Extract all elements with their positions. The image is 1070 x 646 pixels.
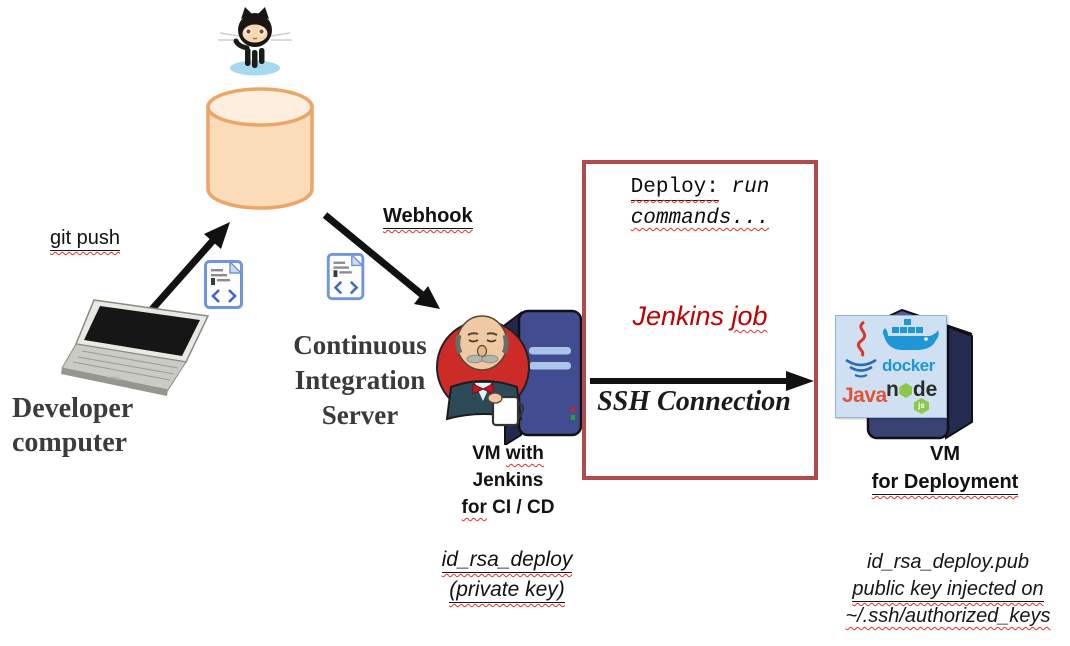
repository-cylinder-icon [206, 87, 314, 210]
deploy-command-label: Deploy: run commands... [630, 176, 770, 230]
private-key-label: id_rsa_deploy (private key) [441, 548, 573, 603]
developer-line1: Developer [12, 393, 134, 424]
docker-icon [882, 319, 939, 350]
git-push-arrow [143, 222, 230, 319]
ssh-arrow [590, 371, 814, 391]
public-key-label: id_rsa_deploy.pub public key injected on… [845, 551, 1051, 627]
developer-line2: computer [12, 427, 128, 458]
webhook-label: Webhook [383, 205, 473, 229]
jenkins-mascot-icon [436, 309, 583, 445]
developer-computer-label: Developer computer [12, 392, 172, 460]
docker-logo-text: docker [882, 356, 935, 375]
vm-deployment-label: VM for Deployment [871, 443, 1019, 495]
git-push-label: git push [50, 227, 121, 251]
jenkins-job-box [582, 160, 818, 480]
github-octocat-icon [218, 7, 292, 76]
code-file-icon [326, 252, 365, 301]
jenkins-job-label: Jenkins job [632, 301, 768, 331]
ssh-connection-label: SSH Connection [597, 386, 791, 417]
laptop-icon [61, 299, 210, 396]
nodejs-badge-icon: js [914, 398, 929, 414]
deploy-word: Deploy: [630, 176, 719, 199]
webhook-arrow [322, 212, 440, 309]
vm-jenkins-label: VM with Jenkins for CI / CD [461, 443, 555, 518]
java-logo-text: Java [842, 384, 887, 407]
code-file-icon [204, 260, 243, 309]
ci-server-label: Continuous Integration Server [293, 330, 427, 430]
java-icon [845, 320, 877, 378]
node-hexagon-icon [899, 383, 913, 398]
